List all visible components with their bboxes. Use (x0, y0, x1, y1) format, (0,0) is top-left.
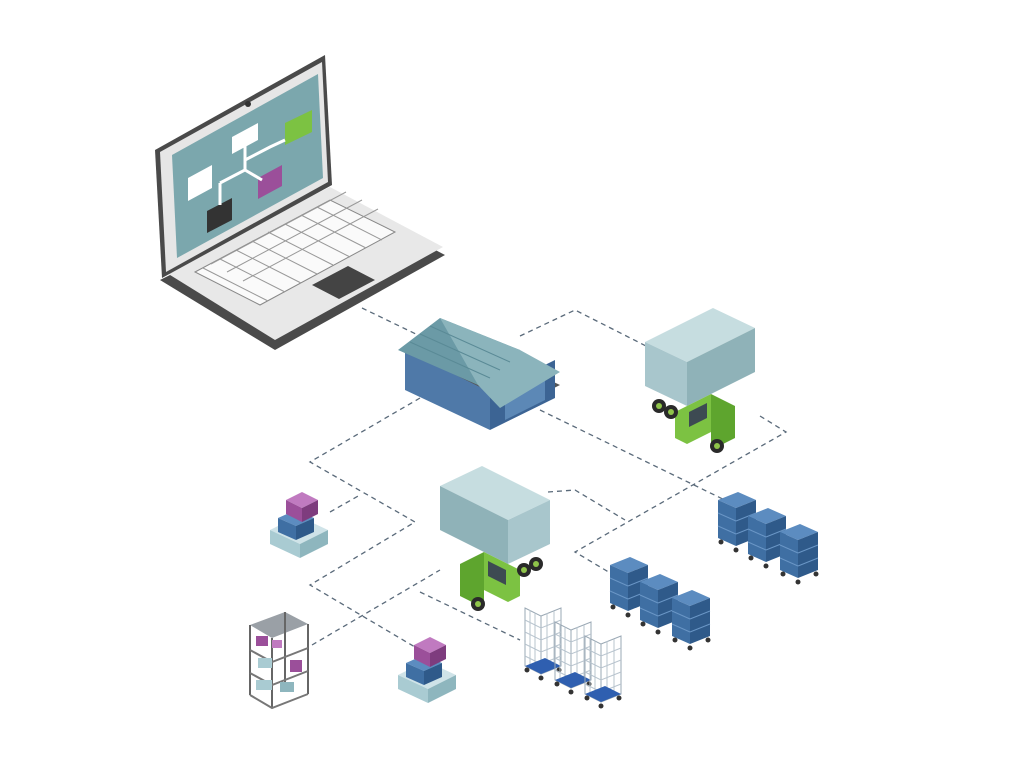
laptop-icon (155, 55, 445, 350)
crate-stack-icon (779, 523, 819, 585)
connector-truck-crates (573, 415, 788, 581)
roll-cage-group (524, 607, 622, 709)
crate-group-east (717, 491, 819, 585)
roll-cage-icon (524, 607, 562, 681)
connector-truck-cages (547, 489, 626, 521)
parcel-stack-icon-west (270, 492, 328, 558)
connector-west-parcels (329, 494, 361, 513)
truck-icon-east (645, 308, 755, 453)
connector-warehouse-truck (519, 309, 651, 349)
roll-cage-icon (554, 621, 592, 695)
warehouse-icon (398, 318, 560, 430)
truck-icon-center (440, 466, 550, 611)
connector-warehouse-west (308, 397, 421, 651)
connector-warehouse-crates (539, 409, 736, 506)
crate-group-center (609, 556, 711, 651)
connector-lines (308, 307, 788, 651)
shelf-icon (249, 612, 309, 710)
connector-center-cages (419, 591, 521, 641)
crate-stack-icon (671, 589, 711, 651)
connector-laptop-warehouse (361, 307, 421, 337)
flowchart-on-screen (188, 110, 312, 233)
connector-truck-shelf (311, 569, 441, 646)
roll-cage-icon (584, 635, 622, 709)
parcel-stack-icon-south (398, 637, 456, 703)
